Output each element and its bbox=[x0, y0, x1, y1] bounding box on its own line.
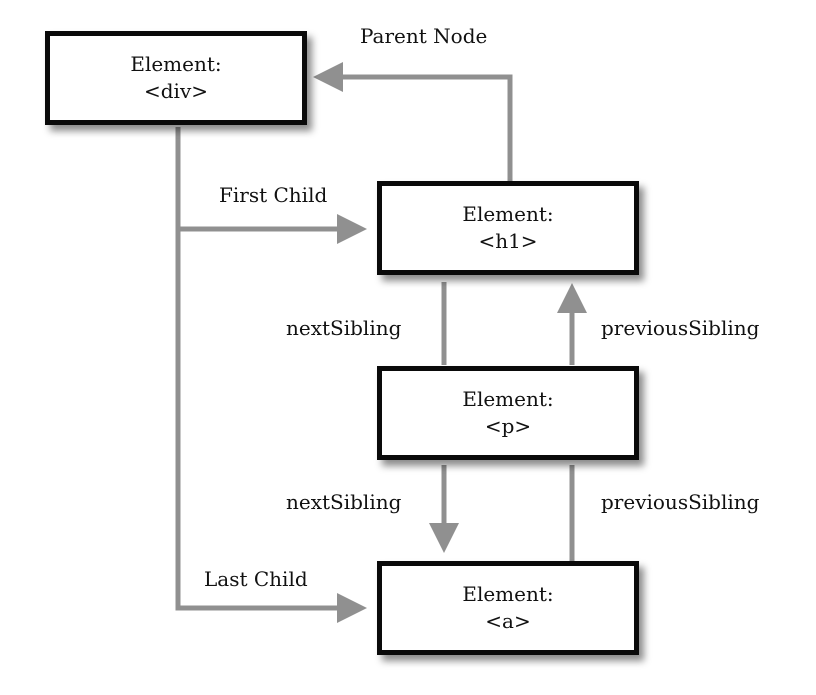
node-p: Element: <p> bbox=[377, 366, 639, 460]
node-a-tag: <a> bbox=[485, 609, 531, 633]
node-h1-tag: <h1> bbox=[478, 229, 538, 253]
node-h1-type: Element: bbox=[462, 202, 554, 226]
parent-node-arrow bbox=[313, 62, 513, 182]
label-first-child: First Child bbox=[219, 183, 328, 207]
node-h1: Element: <h1> bbox=[377, 181, 639, 275]
node-div: Element: <div> bbox=[45, 31, 307, 125]
node-p-tag: <p> bbox=[484, 414, 532, 438]
last-child-arrow bbox=[175, 127, 367, 623]
label-previous-sibling-upper: previousSibling bbox=[601, 316, 760, 340]
node-div-tag: <div> bbox=[143, 79, 208, 103]
node-a: Element: <a> bbox=[377, 561, 639, 655]
label-next-sibling-lower: nextSibling bbox=[286, 490, 402, 514]
node-p-type: Element: bbox=[462, 387, 554, 411]
node-a-type: Element: bbox=[462, 582, 554, 606]
node-div-type: Element: bbox=[130, 52, 222, 76]
label-previous-sibling-lower: previousSibling bbox=[601, 490, 760, 514]
label-parent-node: Parent Node bbox=[360, 24, 488, 48]
label-next-sibling-upper: nextSibling bbox=[286, 316, 402, 340]
label-last-child: Last Child bbox=[204, 567, 308, 591]
